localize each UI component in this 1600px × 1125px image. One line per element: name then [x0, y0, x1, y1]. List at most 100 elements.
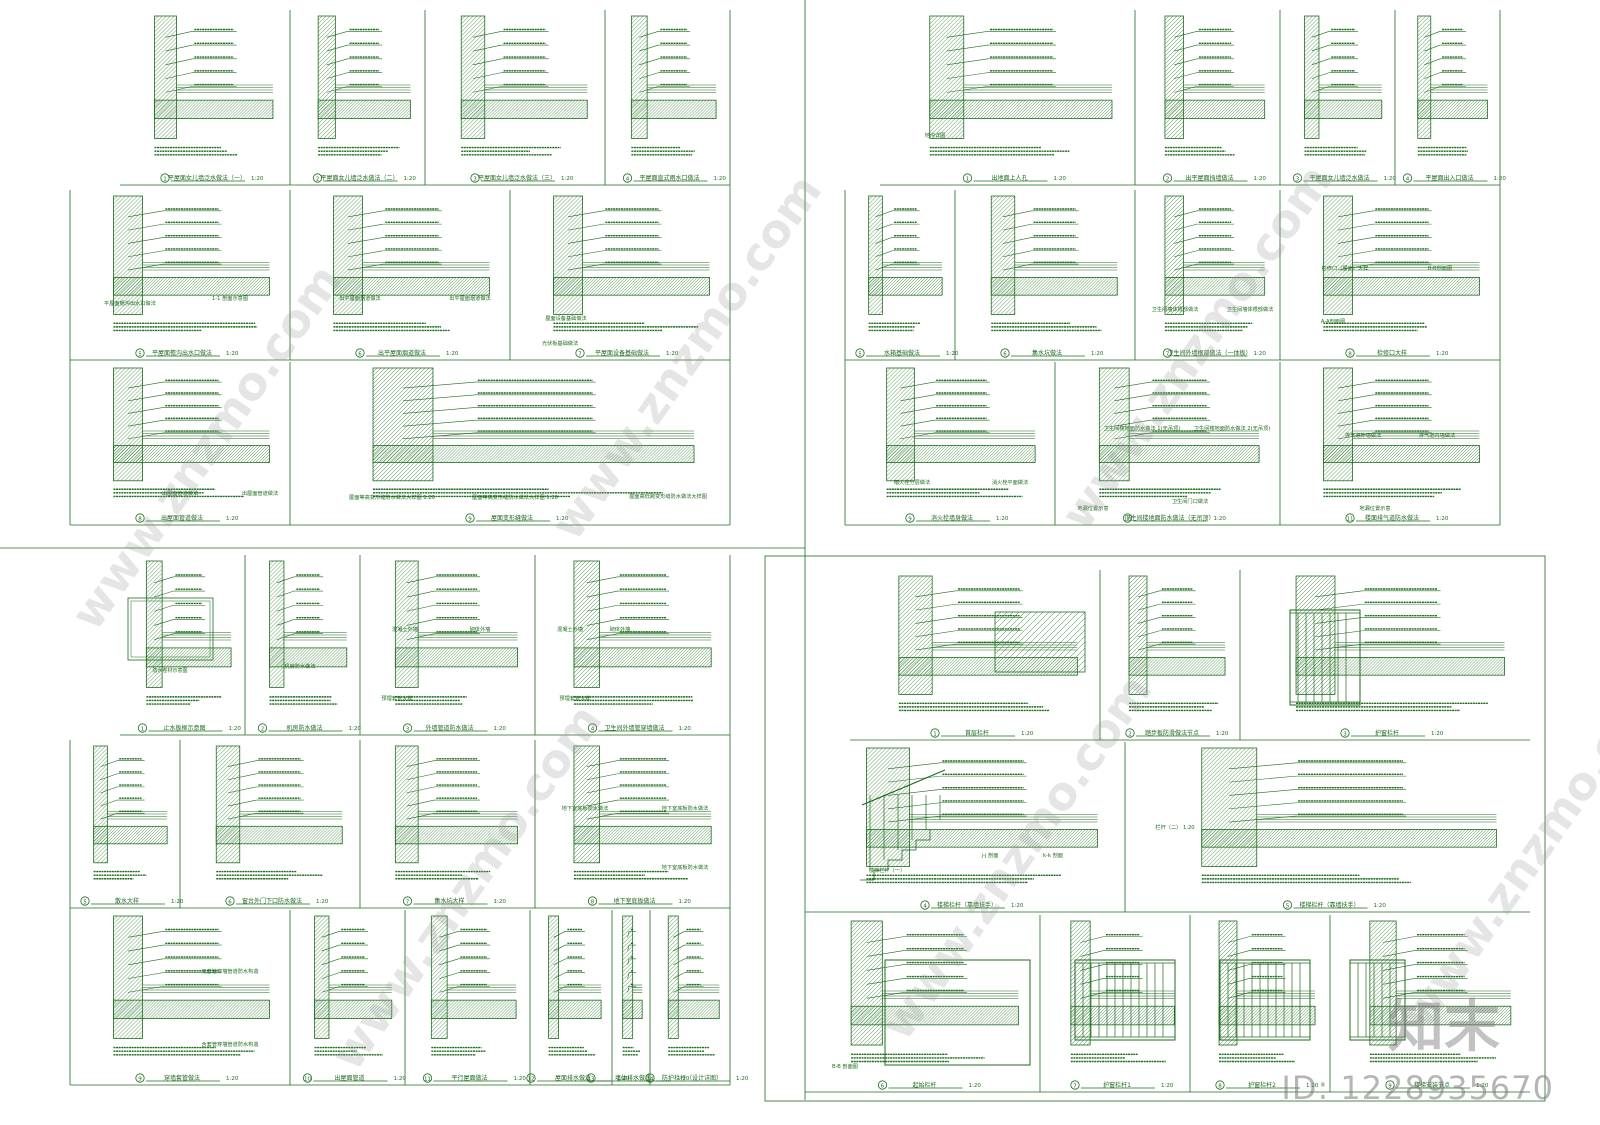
hatch-pattern: [1164, 15, 1184, 139]
cad-rect: [127, 597, 214, 661]
cad-line: [472, 72, 502, 79]
detail-number: 4: [923, 903, 927, 909]
drawing-label: j-j 剖面: [981, 851, 999, 859]
detail-number-circle: [160, 173, 170, 183]
hatch-pattern: [622, 999, 643, 1019]
detail-number: 13: [588, 1076, 595, 1082]
detail-scale: 1:20: [1476, 1083, 1489, 1089]
cad-line: [165, 72, 193, 79]
detail-scale: 1:20: [1216, 731, 1229, 737]
detail-number: 1: [933, 731, 937, 737]
cad-line: [1080, 950, 1105, 957]
cad-line: [402, 419, 476, 427]
drawing-label: 栏杆（二） 1:20: [1155, 823, 1194, 831]
detail-scale: 1:20: [251, 176, 264, 182]
cad-line: [887, 802, 941, 810]
detail-number: 8: [1218, 1083, 1222, 1089]
detail-caption: 集水坑做法: [1032, 349, 1062, 357]
drawing-label: 屋面等高变形缝防水做法大样图 1:20: [349, 493, 435, 501]
cad-line: [406, 590, 435, 598]
drawing-label: 排气道外墙做法: [1345, 431, 1381, 439]
cad-line: [227, 773, 257, 781]
hatch-pattern: [990, 276, 1118, 296]
drawing-label: 地下室底板防水做法: [662, 804, 709, 812]
detail-number: 3: [1296, 176, 1300, 182]
detail-caption: 楼面排气道防水做法: [1365, 514, 1419, 522]
drawing-label: 楼梯栏杆（一）: [869, 866, 905, 874]
cad-line: [866, 936, 905, 943]
detail-scale: 1:20: [1306, 1083, 1319, 1089]
detail-caption: 出平屋面烟道做法: [378, 349, 426, 357]
cad-line: [567, 263, 604, 271]
cad-line: [406, 619, 435, 626]
cad-line: [1311, 44, 1330, 52]
cad-line: [1229, 775, 1297, 783]
hatch-pattern: [548, 915, 559, 1039]
drawing-label: 机房防水做法: [284, 662, 315, 670]
detail-number-circle: [312, 173, 323, 183]
detail-caption: 卫生间外墙根部做法（一体板）: [1167, 349, 1251, 357]
detail-caption: 出屋面管道: [334, 1074, 364, 1082]
cad-line: [276, 633, 295, 640]
cad-line: [1315, 630, 1363, 638]
cad-line: [154, 633, 174, 640]
cad-line: [861, 769, 946, 806]
hatch-pattern: [1295, 657, 1505, 676]
cad-line: [1114, 394, 1151, 402]
detail-number: 2: [316, 176, 320, 182]
detail-caption: 平屋面出入口做法: [1425, 174, 1473, 182]
cad-rect: [130, 600, 211, 658]
detail-scale: 1:20: [1254, 351, 1267, 357]
hatch-pattern: [886, 445, 1036, 463]
cad-line: [887, 762, 941, 770]
detail-scale: 1:20: [226, 516, 239, 522]
detail-number-circle: [1402, 173, 1413, 183]
cad-line: [875, 223, 893, 231]
cad-line: [1229, 789, 1297, 796]
detail-number-circle: [920, 900, 930, 910]
detail-number: 11: [424, 1076, 431, 1082]
detail-number-circle: [137, 723, 148, 733]
cad-line: [347, 237, 384, 244]
cad-line: [567, 237, 604, 244]
hatch-pattern: [929, 15, 965, 139]
cad-line: [915, 603, 957, 611]
cad-line: [866, 992, 905, 999]
hatch-pattern: [1164, 99, 1266, 119]
hatch-pattern: [1304, 99, 1383, 119]
cad-line: [154, 604, 174, 612]
cad-line: [627, 931, 630, 938]
hatch-pattern: [460, 15, 486, 139]
detail-scale: 1:20: [226, 1076, 239, 1082]
detail-caption: 平行屋面做法: [451, 1074, 487, 1082]
cad-line: [1337, 237, 1374, 244]
drawing-label: 出平屋面烟道做法: [449, 294, 491, 302]
hatch-pattern: [113, 999, 270, 1019]
cad-line: [1002, 263, 1032, 271]
cad-line: [472, 31, 502, 38]
detail-caption: 止水板框示意图: [163, 724, 205, 732]
hatch-pattern: [667, 999, 720, 1019]
cad-line: [915, 630, 957, 638]
cad-line: [639, 86, 659, 93]
detail-number-circle: [1162, 348, 1173, 358]
cad-line: [100, 760, 118, 767]
detail-scale: 1:20: [679, 726, 692, 732]
detail-caption: 护窗栏杆: [1375, 729, 1399, 737]
cad-line: [1137, 643, 1160, 651]
detail-scale: 1:20: [1091, 351, 1104, 357]
hatch-pattern: [573, 560, 600, 688]
detail-number: 8: [138, 516, 142, 522]
detail-number-circle: [1000, 348, 1010, 358]
detail-number: 11: [1347, 516, 1354, 522]
hatch-pattern: [113, 276, 270, 296]
cad-line: [1382, 950, 1416, 957]
detail-number-circle: [1340, 728, 1350, 738]
detail-number-circle: [355, 348, 365, 358]
detail-scale: 1:20: [996, 516, 1009, 522]
detail-caption: 平屋面女儿墙泛水做法（一）: [168, 174, 246, 182]
cad-line: [165, 58, 193, 66]
hatch-pattern: [868, 195, 883, 315]
detail-number: 12: [528, 1076, 535, 1082]
detail-caption: 屋面变形缝做法: [491, 514, 533, 522]
